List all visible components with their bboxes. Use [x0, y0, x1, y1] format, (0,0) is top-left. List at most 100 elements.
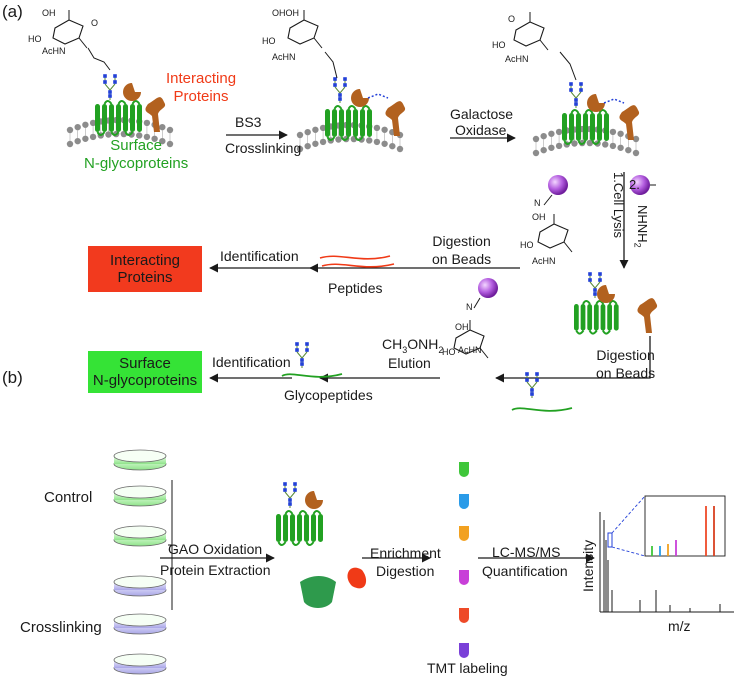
glycan-unit: [338, 93, 342, 97]
glycan-unit: [113, 80, 117, 84]
tube-body: [459, 608, 469, 623]
lipid-head: [602, 141, 609, 148]
helix: [607, 304, 612, 331]
helix: [590, 113, 595, 141]
hydrazone-link-2: [473, 297, 481, 309]
captured-glycoprotein-4: [574, 300, 619, 335]
crosslink-3: [603, 98, 625, 104]
lipid-head: [296, 131, 304, 139]
helix: [367, 109, 372, 137]
glycan-1: [103, 74, 117, 100]
helix: [102, 104, 107, 132]
gao-oxidation-label: GAO Oxidation: [168, 541, 263, 557]
ch3onh2-ch: CH: [382, 336, 403, 352]
glycan-4: [588, 272, 602, 298]
helix: [593, 304, 599, 331]
culture-dish-6: [113, 653, 167, 675]
culture-dish-1: [113, 449, 167, 471]
helix: [297, 514, 302, 542]
glycan-unit: [598, 278, 602, 282]
glycan-unit: [343, 83, 347, 87]
lipid-head: [143, 133, 151, 141]
blue-tube: [459, 494, 469, 509]
glycan-unit: [305, 348, 309, 352]
ch3onh2-sub1: 3: [402, 344, 408, 355]
lipid-head: [82, 121, 89, 128]
glycan-unit: [588, 272, 592, 276]
glycan-unit: [530, 392, 534, 396]
crosslink-2: [367, 93, 389, 99]
nhnh2-label: NHNH2: [632, 205, 650, 248]
surface-glycoprotein-3: [562, 109, 609, 145]
sugar5-achn-label: AcHN: [458, 345, 482, 355]
lipid-head: [304, 142, 311, 150]
hydrazone-link: [543, 194, 553, 206]
lipid-head: [151, 135, 158, 142]
lipid-head: [105, 131, 112, 138]
dish-top: [113, 575, 167, 589]
tube-body: [459, 570, 469, 585]
glycan-unit: [288, 502, 292, 506]
glycan-unit: [593, 288, 597, 292]
culture-dish-4: [113, 575, 167, 597]
lipid-head: [159, 137, 166, 145]
lipid-head: [548, 130, 555, 137]
dish-top: [113, 525, 167, 539]
glycosidic-link-3: [559, 51, 577, 81]
lipid-head: [89, 119, 97, 127]
zoom-box: [644, 495, 726, 557]
sugar-structure-1: [52, 10, 88, 49]
glycan-unit: [103, 80, 107, 84]
helix: [137, 104, 142, 132]
glycan-unit: [113, 74, 117, 78]
sugar-ring: [513, 21, 545, 47]
dish-bracket: [168, 480, 173, 610]
lipid-head: [319, 138, 327, 146]
helix: [574, 304, 579, 331]
sugar2-achn-label: AcHN: [272, 52, 296, 62]
sugar3-achn-label: AcHN: [505, 54, 529, 64]
extracted-glycoprotein: [276, 510, 323, 546]
glycan-branch: [589, 274, 601, 289]
glycan-unit: [338, 97, 342, 101]
interacting-protein-3: [619, 105, 640, 140]
helix: [325, 109, 330, 137]
tube-body: [459, 526, 469, 541]
glycan-unit: [333, 83, 337, 87]
tube-body: [459, 494, 469, 509]
identification-2-label: Identification: [212, 354, 291, 370]
lipid-head: [335, 136, 342, 143]
glycan-unit: [588, 278, 592, 282]
lipid-head: [617, 130, 624, 137]
sugar2-ohoh-label: OHOH: [272, 8, 299, 18]
glycan-unit: [283, 488, 287, 492]
sugar-o-label: O: [91, 18, 99, 28]
step2-label: 2.: [629, 177, 640, 192]
glycan-unit: [525, 372, 529, 376]
glycan-glycopeptide: [295, 342, 309, 368]
panel-a-label: (a): [2, 2, 23, 21]
pacman-protein-2: [351, 89, 369, 107]
digestion-beads-2-label: Digestion on Beads: [596, 347, 656, 381]
zoom-line: [611, 495, 646, 534]
interacting-protein-2: [385, 101, 406, 136]
glycan-unit: [574, 102, 578, 106]
lipid-head: [166, 140, 174, 148]
glycan-branch: [526, 374, 538, 389]
digestion-beads-1-label: Digestion on Beads: [432, 233, 492, 267]
glycan-2: [333, 77, 347, 103]
complex-protein-red: [347, 567, 367, 589]
bond: [479, 347, 489, 359]
glycan-unit: [569, 88, 573, 92]
elution-label: Elution: [388, 355, 431, 371]
glycan-unit: [283, 482, 287, 486]
glycan-unit: [535, 378, 539, 382]
glycan-unit: [593, 292, 597, 296]
zoom-line: [611, 546, 646, 557]
glycopeptide-bottom: [511, 407, 573, 412]
glycan-unit: [598, 272, 602, 276]
lipid-head: [532, 149, 540, 157]
sugar-ho-label: HO: [28, 34, 42, 44]
intensity-axis-label: Intensity: [580, 539, 596, 592]
